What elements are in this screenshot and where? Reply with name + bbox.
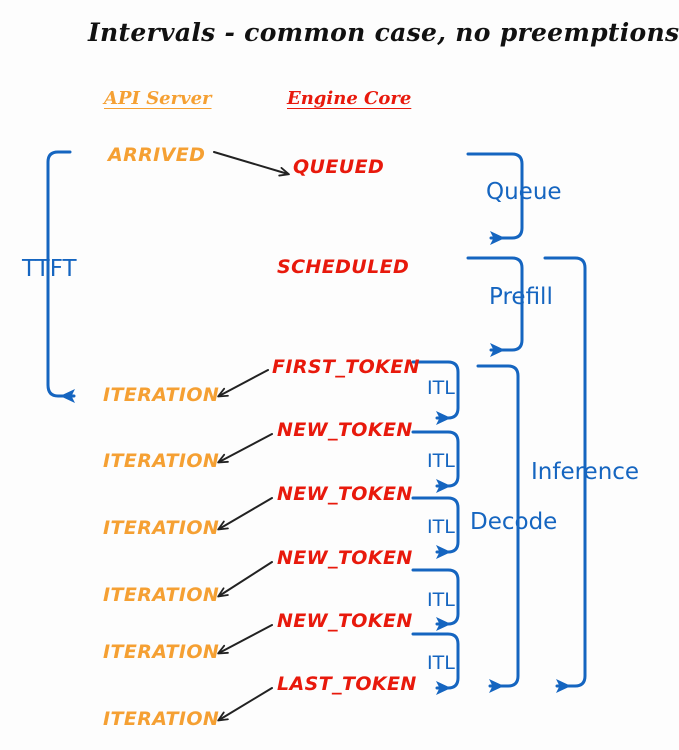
state-new-token: NEW_TOKEN — [277, 419, 413, 441]
state-last-token: LAST_TOKEN — [277, 673, 417, 695]
column-header-api-server: API Server — [104, 88, 212, 109]
interval-label-queue: Queue — [486, 179, 562, 205]
interval-label-prefill: Prefill — [489, 284, 553, 310]
interval-label-decode: Decode — [470, 509, 558, 535]
interval-label-ttft: TTFT — [22, 256, 77, 282]
page-title: Intervals - common case, no preemptions — [88, 18, 679, 47]
column-header-engine-core: Engine Core — [287, 88, 412, 109]
interval-label-itl: ITL — [427, 450, 455, 472]
arrow-arrived-to-queued — [213, 151, 290, 177]
interval-label-itl: ITL — [427, 377, 455, 399]
state-iteration: ITERATION — [103, 641, 220, 663]
arrow-new-token-to-iteration — [217, 561, 273, 598]
arrow-first-token-to-iteration — [217, 369, 269, 398]
state-iteration: ITERATION — [103, 584, 220, 606]
interval-label-itl: ITL — [427, 589, 455, 611]
state-new-token: NEW_TOKEN — [277, 547, 413, 569]
state-iteration: ITERATION — [103, 384, 220, 406]
interval-label-itl: ITL — [427, 516, 455, 538]
arrow-last-token-to-iteration — [217, 687, 273, 722]
state-queued: QUEUED — [293, 156, 385, 178]
interval-label-itl: ITL — [427, 652, 455, 674]
state-iteration: ITERATION — [103, 517, 220, 539]
state-arrived: ARRIVED — [108, 144, 206, 166]
interval-label-inference: Inference — [531, 459, 640, 485]
arrow-new-token-to-iteration — [217, 433, 273, 464]
state-iteration: ITERATION — [103, 708, 220, 730]
state-scheduled: SCHEDULED — [277, 256, 410, 278]
state-first-token: FIRST_TOKEN — [272, 356, 420, 378]
arrow-new-token-to-iteration — [217, 497, 273, 531]
state-iteration: ITERATION — [103, 450, 220, 472]
state-new-token: NEW_TOKEN — [277, 483, 413, 505]
arrow-new-token-to-iteration — [217, 624, 273, 655]
state-new-token: NEW_TOKEN — [277, 610, 413, 632]
